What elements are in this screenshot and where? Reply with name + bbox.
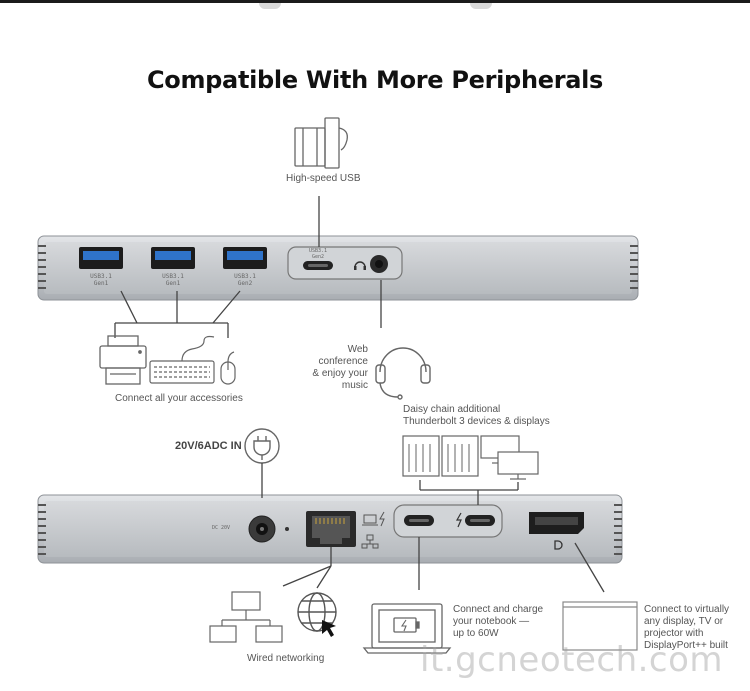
hub-rear-panel xyxy=(37,494,623,564)
port-label-line: Gen1 xyxy=(93,280,109,287)
label-daisy-chain: Daisy chain additional Thunderbolt 3 dev… xyxy=(403,404,550,428)
label-line: Daisy chain additional xyxy=(403,404,501,415)
label-line: & enjoy your xyxy=(312,368,368,379)
displayport-port xyxy=(529,512,584,550)
port-label-line: Gen1 xyxy=(165,280,181,287)
page-title: Compatible With More Peripherals xyxy=(146,66,604,94)
port-label-line: USB3.1 xyxy=(162,273,184,280)
label-line: conference xyxy=(318,356,368,367)
ethernet-port xyxy=(306,511,356,547)
rear-vent-left xyxy=(38,504,46,555)
headset-icon xyxy=(375,347,431,400)
port-label-line: USB3.1 xyxy=(234,273,256,280)
mouse-icon xyxy=(220,351,236,385)
hub-front-panel xyxy=(37,235,639,301)
vent-left xyxy=(38,245,46,289)
dc-port-label: DC 20V xyxy=(211,525,231,531)
display-icon xyxy=(562,601,638,651)
port-label-line: Gen2 xyxy=(311,254,325,260)
globe-icon xyxy=(297,592,337,632)
usb-a-port-1-label: USB3.1 Gen1 xyxy=(81,273,121,287)
usb-c-audio-recess xyxy=(287,246,403,280)
printer-icon xyxy=(99,335,147,385)
top-bar-tab xyxy=(470,3,492,9)
top-bar-tab xyxy=(259,3,281,9)
usb-c-port-label: USB3.1 Gen2 xyxy=(298,248,338,260)
dc-power-jack xyxy=(248,515,289,543)
monitor-icon xyxy=(480,435,539,480)
thunderbolt3-ports xyxy=(393,504,503,538)
label-high-speed-usb: High-speed USB xyxy=(286,173,361,184)
notebook-charge-icon xyxy=(362,603,452,654)
label-charge-notebook: Connect and charge your notebook — up to… xyxy=(453,604,543,640)
network-leader-lines xyxy=(282,547,332,589)
usb-a-port-3 xyxy=(223,247,267,269)
label-power-in: 20V/6ADC IN xyxy=(175,440,242,452)
computer-network-icon xyxy=(209,591,283,643)
cursor-icon xyxy=(322,620,336,637)
label-line: projector with xyxy=(644,628,704,639)
network-mini-icon xyxy=(361,534,379,549)
power-plug-icon xyxy=(244,428,280,464)
label-line: up to 60W xyxy=(453,628,499,639)
thunderbolt-laptop-mini-icon xyxy=(362,511,385,527)
usb-a-port-3-label: USB3.1 Gen2 xyxy=(225,273,265,287)
keyboard-icon xyxy=(149,335,215,384)
label-line: any display, TV or xyxy=(644,616,724,627)
label-line: Thunderbolt 3 devices & displays xyxy=(403,416,550,427)
port-label-line: USB3.1 xyxy=(90,273,112,280)
port-label-line: USB3.1 xyxy=(308,248,328,254)
watermark: it.gcneotech.com xyxy=(420,640,724,680)
label-accessories: Connect all your accessories xyxy=(115,393,243,404)
daisy-chain-bracket xyxy=(419,480,519,505)
label-line: music xyxy=(341,380,368,391)
label-line: Connect and charge xyxy=(453,604,544,615)
port-label-line: Gen2 xyxy=(237,280,253,287)
usb-a-port-2-label: USB3.1 Gen1 xyxy=(153,273,193,287)
usb-a-port-2 xyxy=(151,247,195,269)
label-line: DisplayPort++ built xyxy=(644,640,728,651)
label-wired-networking: Wired networking xyxy=(247,653,325,664)
display-leader-line xyxy=(574,542,605,593)
label-line: Web xyxy=(347,344,368,355)
label-connect-display: Connect to virtually any display, TV or … xyxy=(644,604,729,652)
storage-array-icon xyxy=(402,435,479,477)
rear-vent-right xyxy=(614,504,622,555)
vent-right xyxy=(630,245,638,289)
label-web-conference: Web conference & enjoy your music xyxy=(312,344,368,392)
label-line: Connect to virtually xyxy=(644,604,730,615)
top-bar xyxy=(0,0,750,9)
usb-a-port-1 xyxy=(79,247,123,269)
usb-drive-icon xyxy=(294,117,348,169)
label-line: your notebook — xyxy=(453,616,530,627)
